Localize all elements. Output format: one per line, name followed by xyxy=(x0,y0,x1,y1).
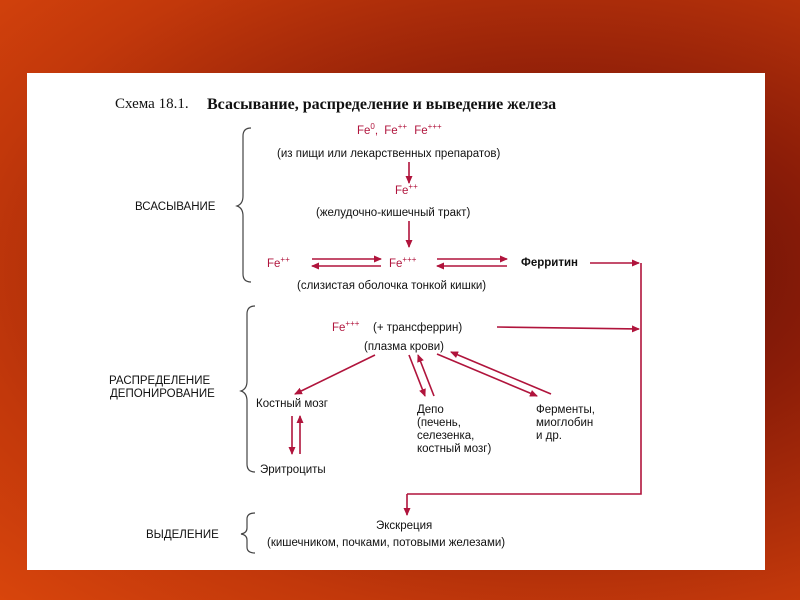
mucosa-fe2: Fe++ xyxy=(267,255,290,270)
plasma-label: (плазма крови) xyxy=(364,341,444,353)
svg-text:миоглобин: миоглобин xyxy=(536,417,593,429)
bracket-distribution xyxy=(239,305,256,473)
ferritin-label: Ферритин xyxy=(521,257,578,269)
diagram-slide: Схема 18.1. Всасывание, распределение и … xyxy=(27,73,765,570)
svg-text:селезенка,: селезенка, xyxy=(417,430,474,442)
gi-fe: Fe++ xyxy=(395,182,418,197)
svg-text:и др.: и др. xyxy=(536,430,562,442)
excretion-title: Экскреция xyxy=(376,520,432,532)
source-label: (из пищи или лекарственных препаратов) xyxy=(277,148,501,160)
right-rail-line xyxy=(407,263,642,495)
iron-scheme-diagram: Схема 18.1. Всасывание, распределение и … xyxy=(109,96,642,554)
svg-text:костный мозг): костный мозг) xyxy=(417,443,491,455)
plasma-transferrin: (+ трансферрин) xyxy=(373,322,462,334)
section-excretion: ВЫДЕЛЕНИЕ xyxy=(146,529,219,541)
arrow-plasma-to-depot xyxy=(408,354,426,397)
mucosa-fe3: Fe+++ xyxy=(389,255,417,270)
excretion-label: (кишечником, почками, потовыми железами) xyxy=(267,537,505,549)
scheme-number: Схема 18.1. xyxy=(115,96,189,112)
section-depositing: ДЕПОНИРОВАНИЕ xyxy=(110,388,215,400)
source-fe-forms: Fe0, Fe++ Fe+++ xyxy=(357,120,442,137)
bracket-excretion xyxy=(240,512,256,554)
arrow-plasma-to-rail xyxy=(496,325,640,333)
arrow-plasma-to-bone-marrow xyxy=(294,354,376,395)
arrow-plasma-to-enzymes xyxy=(436,353,538,397)
svg-text:Ферменты,: Ферменты, xyxy=(536,404,595,416)
mucosa-label: (слизистая оболочка тонкой кишки) xyxy=(297,280,486,292)
svg-text:(печень,: (печень, xyxy=(417,417,461,429)
depot-block: Депо (печень, селезенка, костный мозг) xyxy=(417,404,491,455)
svg-text:Депо: Депо xyxy=(417,404,444,416)
section-distribution: РАСПРЕДЕЛЕНИЕ xyxy=(109,375,210,387)
arrow-enzymes-to-plasma xyxy=(450,351,552,395)
gi-label: (желудочно-кишечный тракт) xyxy=(316,207,470,219)
arrow-depot-to-plasma xyxy=(417,354,435,397)
plasma-fe: Fe+++ xyxy=(332,319,360,334)
bracket-absorption xyxy=(235,127,252,283)
enzymes-block: Ферменты, миоглобин и др. xyxy=(536,404,595,442)
section-absorption: ВСАСЫВАНИЕ xyxy=(135,201,216,213)
erythrocytes-label: Эритроциты xyxy=(260,464,326,476)
bone-marrow-label: Костный мозг xyxy=(256,398,328,410)
scheme-title: Всасывание, распределение и выведение же… xyxy=(207,96,556,113)
